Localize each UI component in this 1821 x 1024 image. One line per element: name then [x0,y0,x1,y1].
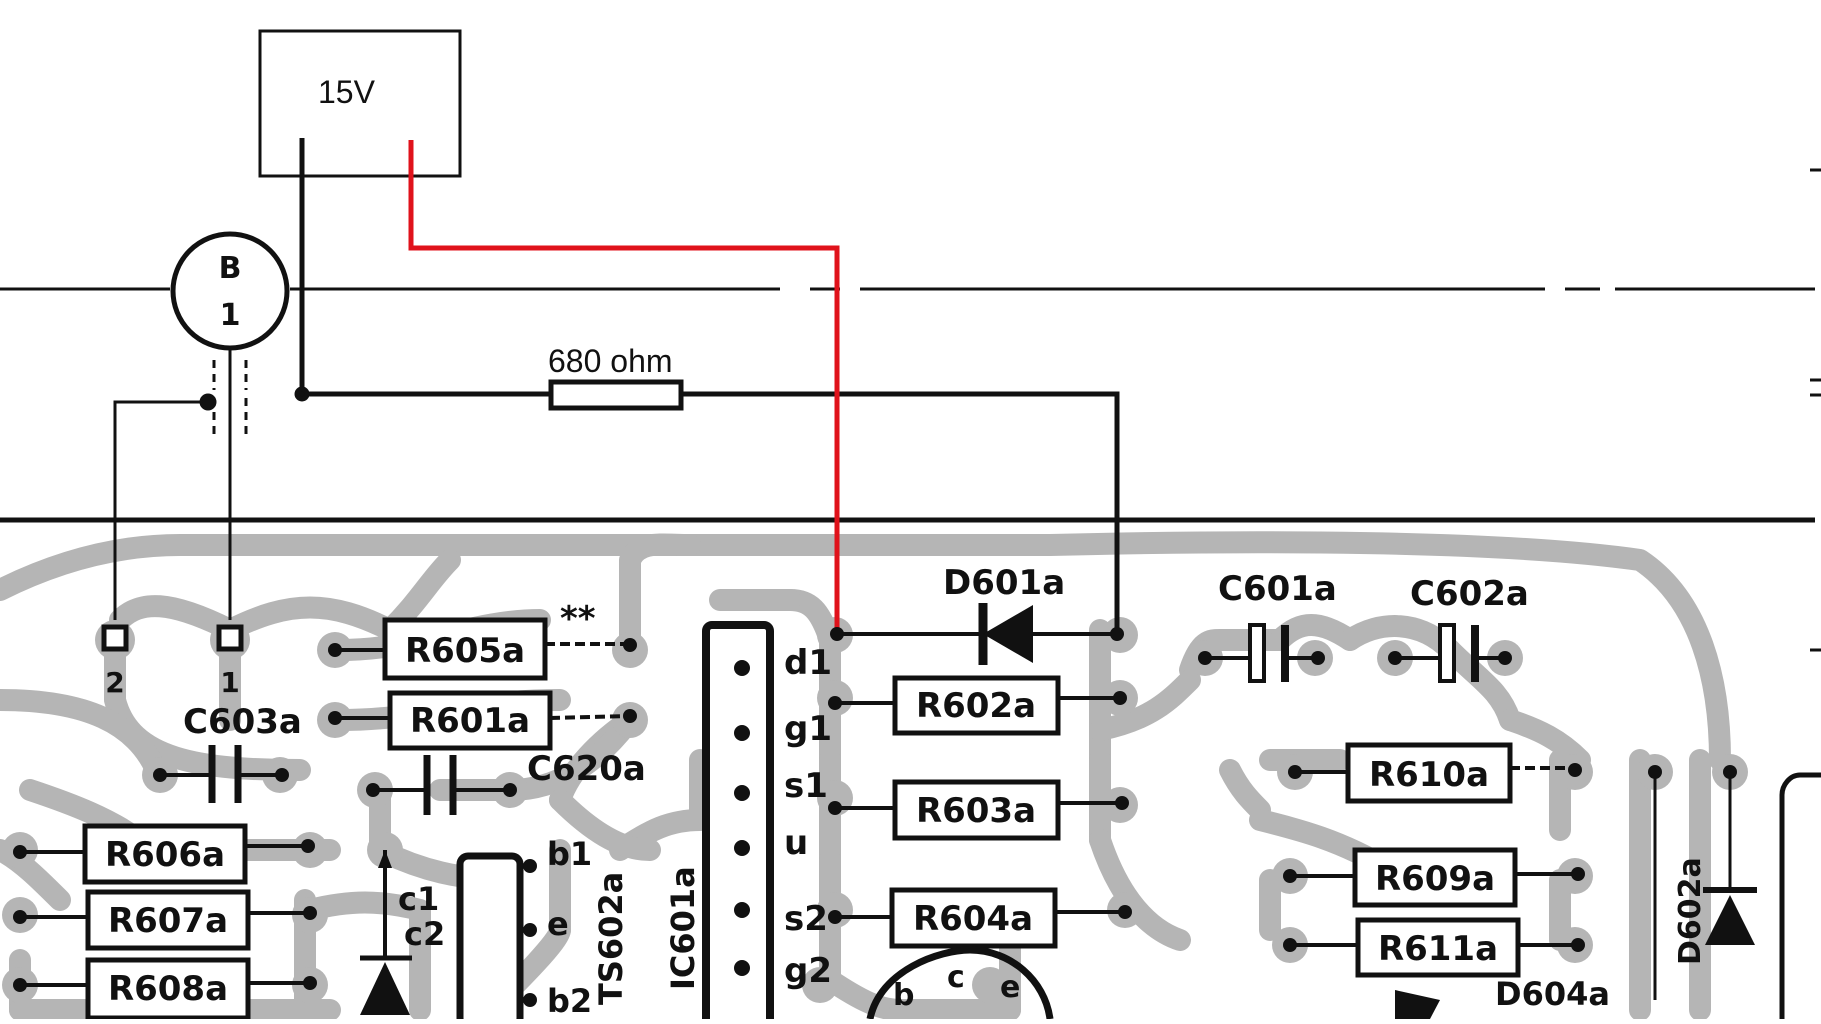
d601a-label: D601a [943,563,1065,603]
ic-pin-u: u [784,823,808,863]
stars-marker: ** [560,599,596,639]
ic-ic601a: IC601a d1 g1 s1 u s2 g2 [664,621,832,1024]
connector-letter: B [219,251,242,286]
r604a-label: R604a [913,899,1033,939]
diode-small [360,850,412,1015]
capacitor-c620a: C620a [366,749,646,815]
resistor-r602a: R602a [828,675,1127,736]
ts-b2-label: b2 [547,982,592,1019]
ts-e-label: e [547,905,569,943]
diode-d601a: D601a [830,563,1124,665]
header-pins: 2 1 [101,624,244,699]
resistor-r606a: R606a [13,823,315,885]
transistor-bottom: b c e [866,946,1054,1020]
pin-2-label: 2 [105,666,124,699]
resistor-r610a: R610a [1288,742,1582,804]
supply-label: 15V [318,74,376,110]
resistor-r604a: R604a [828,887,1132,949]
ic601a-label: IC601a [664,866,702,990]
resistor-r607a: R607a [13,889,317,951]
added-resistor: 680 ohm [548,343,684,411]
pin-1-square [216,624,244,652]
capacitor-c603a: C603a [153,702,302,803]
shielded-cable [113,348,248,620]
ts-b1-label: b1 [547,835,592,873]
diode-d602a: D602a [1648,765,1757,1000]
black-bus-lines [0,168,1821,652]
connector-number: 1 [220,298,241,333]
c603a-label: C603a [183,702,302,742]
bt-b-label: b [893,978,914,1013]
red-wire [408,140,840,634]
ts-c2-label: c2 [404,915,445,953]
resistor-r603a: R603a [828,779,1129,841]
r601a-label: R601a [410,701,530,741]
ic-pin-g2: g2 [784,951,832,991]
resistor-r609a: R609a [1283,847,1585,908]
d602a-label: D602a [1673,857,1708,965]
connector-b1: B 1 [170,231,290,351]
ic-pin-g1: g1 [784,709,832,749]
r602a-label: R602a [916,686,1036,726]
diode-d604a: D604a [1395,975,1610,1019]
supply-box: 15V [258,29,462,178]
ic-pin-d1: d1 [784,643,832,683]
ts-c1-label: c1 [398,880,439,918]
capacitor-c601a: C601a [1198,569,1337,683]
d604a-label: D604a [1495,975,1610,1013]
ic-pin-s1: s1 [784,766,828,806]
r608a-label: R608a [108,969,228,1009]
resistor-r611a: R611a [1283,917,1585,978]
r606a-label: R606a [105,835,225,875]
pin-1-label: 1 [220,666,239,699]
right-edge-outline [1779,772,1821,1019]
r609a-label: R609a [1375,859,1495,899]
r607a-label: R607a [108,901,228,941]
resistor-r605a: R605a [328,617,637,681]
r610a-label: R610a [1369,755,1489,795]
bt-c-label: c [947,960,965,995]
c602a-label: C602a [1410,574,1529,614]
pin-2-square [101,624,129,652]
ts602a-label: TS602a [592,872,630,1005]
resistor-label: 680 ohm [548,343,673,379]
resistor-r601a: R601a [328,690,637,751]
ic-pin-s2: s2 [784,899,828,939]
bt-e-label: e [1000,970,1020,1005]
black-wire [294,138,1120,634]
resistor-r608a: R608a [13,957,317,1021]
r611a-label: R611a [1378,929,1498,969]
c620a-label: C620a [527,749,646,789]
r603a-label: R603a [916,791,1036,831]
c601a-label: C601a [1218,569,1337,609]
transistor-ts602a: c1 c2 b1 e b2 TS602a [398,835,630,1024]
r605a-label: R605a [405,631,525,671]
capacitor-c602a: C602a [1388,574,1529,683]
